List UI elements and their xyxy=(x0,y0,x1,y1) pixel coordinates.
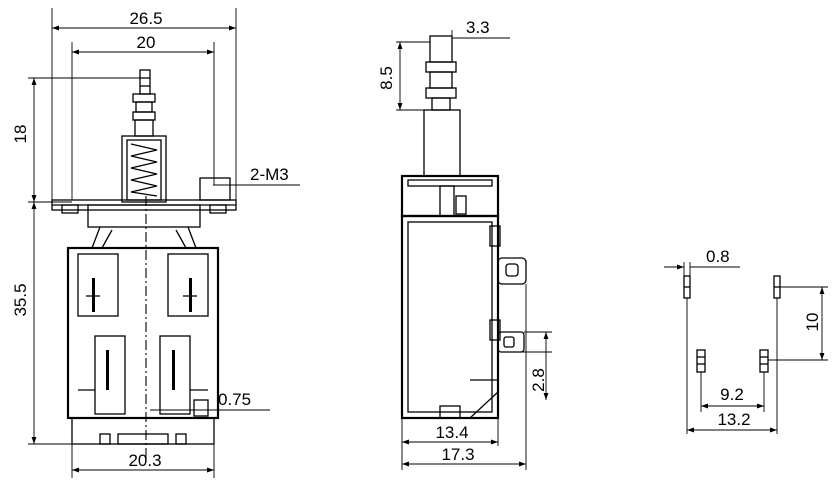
dim-plunger-width: 3.3 xyxy=(451,18,510,42)
label-2-8: 2.8 xyxy=(529,368,548,392)
dim-mount-hole: 2-M3 xyxy=(213,165,300,186)
label-20-3: 20.3 xyxy=(128,451,161,470)
pin-bottom-left xyxy=(696,349,706,373)
dim-inner-spacing: 9.2 xyxy=(700,372,765,412)
label-13-4: 13.4 xyxy=(435,423,468,442)
dim-base-depth: 13.4 xyxy=(401,392,499,470)
dim-base-width: 20.3 xyxy=(71,444,215,478)
dim-row-height: 10 xyxy=(768,286,828,361)
side-body xyxy=(400,174,527,420)
label-9-2: 9.2 xyxy=(720,385,744,404)
side-plunger xyxy=(423,35,461,177)
label-2-m3: 2-M3 xyxy=(250,165,289,184)
pin-bottom-right xyxy=(759,349,769,373)
dim-plunger-height: 18 xyxy=(11,77,150,202)
front-body xyxy=(66,246,220,445)
label-35-5: 35.5 xyxy=(11,283,30,316)
dim-pin-width: 0.8 xyxy=(664,247,740,276)
front-view: 26.5 20 18 35.5 2-M3 xyxy=(11,8,300,478)
dim-lug-height: 2.8 xyxy=(500,331,552,400)
dim-overall-depth: 17.3 xyxy=(402,284,527,470)
label-18: 18 xyxy=(11,125,30,144)
dim-inner-width: 20 xyxy=(71,33,215,200)
dim-overall-width: 26.5 xyxy=(51,8,237,200)
label-20: 20 xyxy=(137,33,156,52)
label-8-5: 8.5 xyxy=(377,66,396,90)
dim-terminal-thickness: 0.75 xyxy=(150,390,270,411)
label-0-8: 0.8 xyxy=(706,247,730,266)
label-26-5: 26.5 xyxy=(129,9,162,28)
dim-body-height: 35.5 xyxy=(11,201,72,445)
plunger xyxy=(121,69,167,203)
label-10: 10 xyxy=(803,313,822,332)
label-3-3: 3.3 xyxy=(466,18,490,37)
dim-outer-spacing: 13.2 xyxy=(686,298,778,434)
pcb-layout: 0.8 10 9.2 13.2 xyxy=(664,247,828,434)
side-view: 3.3 8.5 xyxy=(377,18,552,470)
dim-plunger-travel: 8.5 xyxy=(377,41,430,111)
label-13-2: 13.2 xyxy=(717,410,750,429)
label-17-3: 17.3 xyxy=(441,445,474,464)
label-0-75: 0.75 xyxy=(218,390,251,409)
